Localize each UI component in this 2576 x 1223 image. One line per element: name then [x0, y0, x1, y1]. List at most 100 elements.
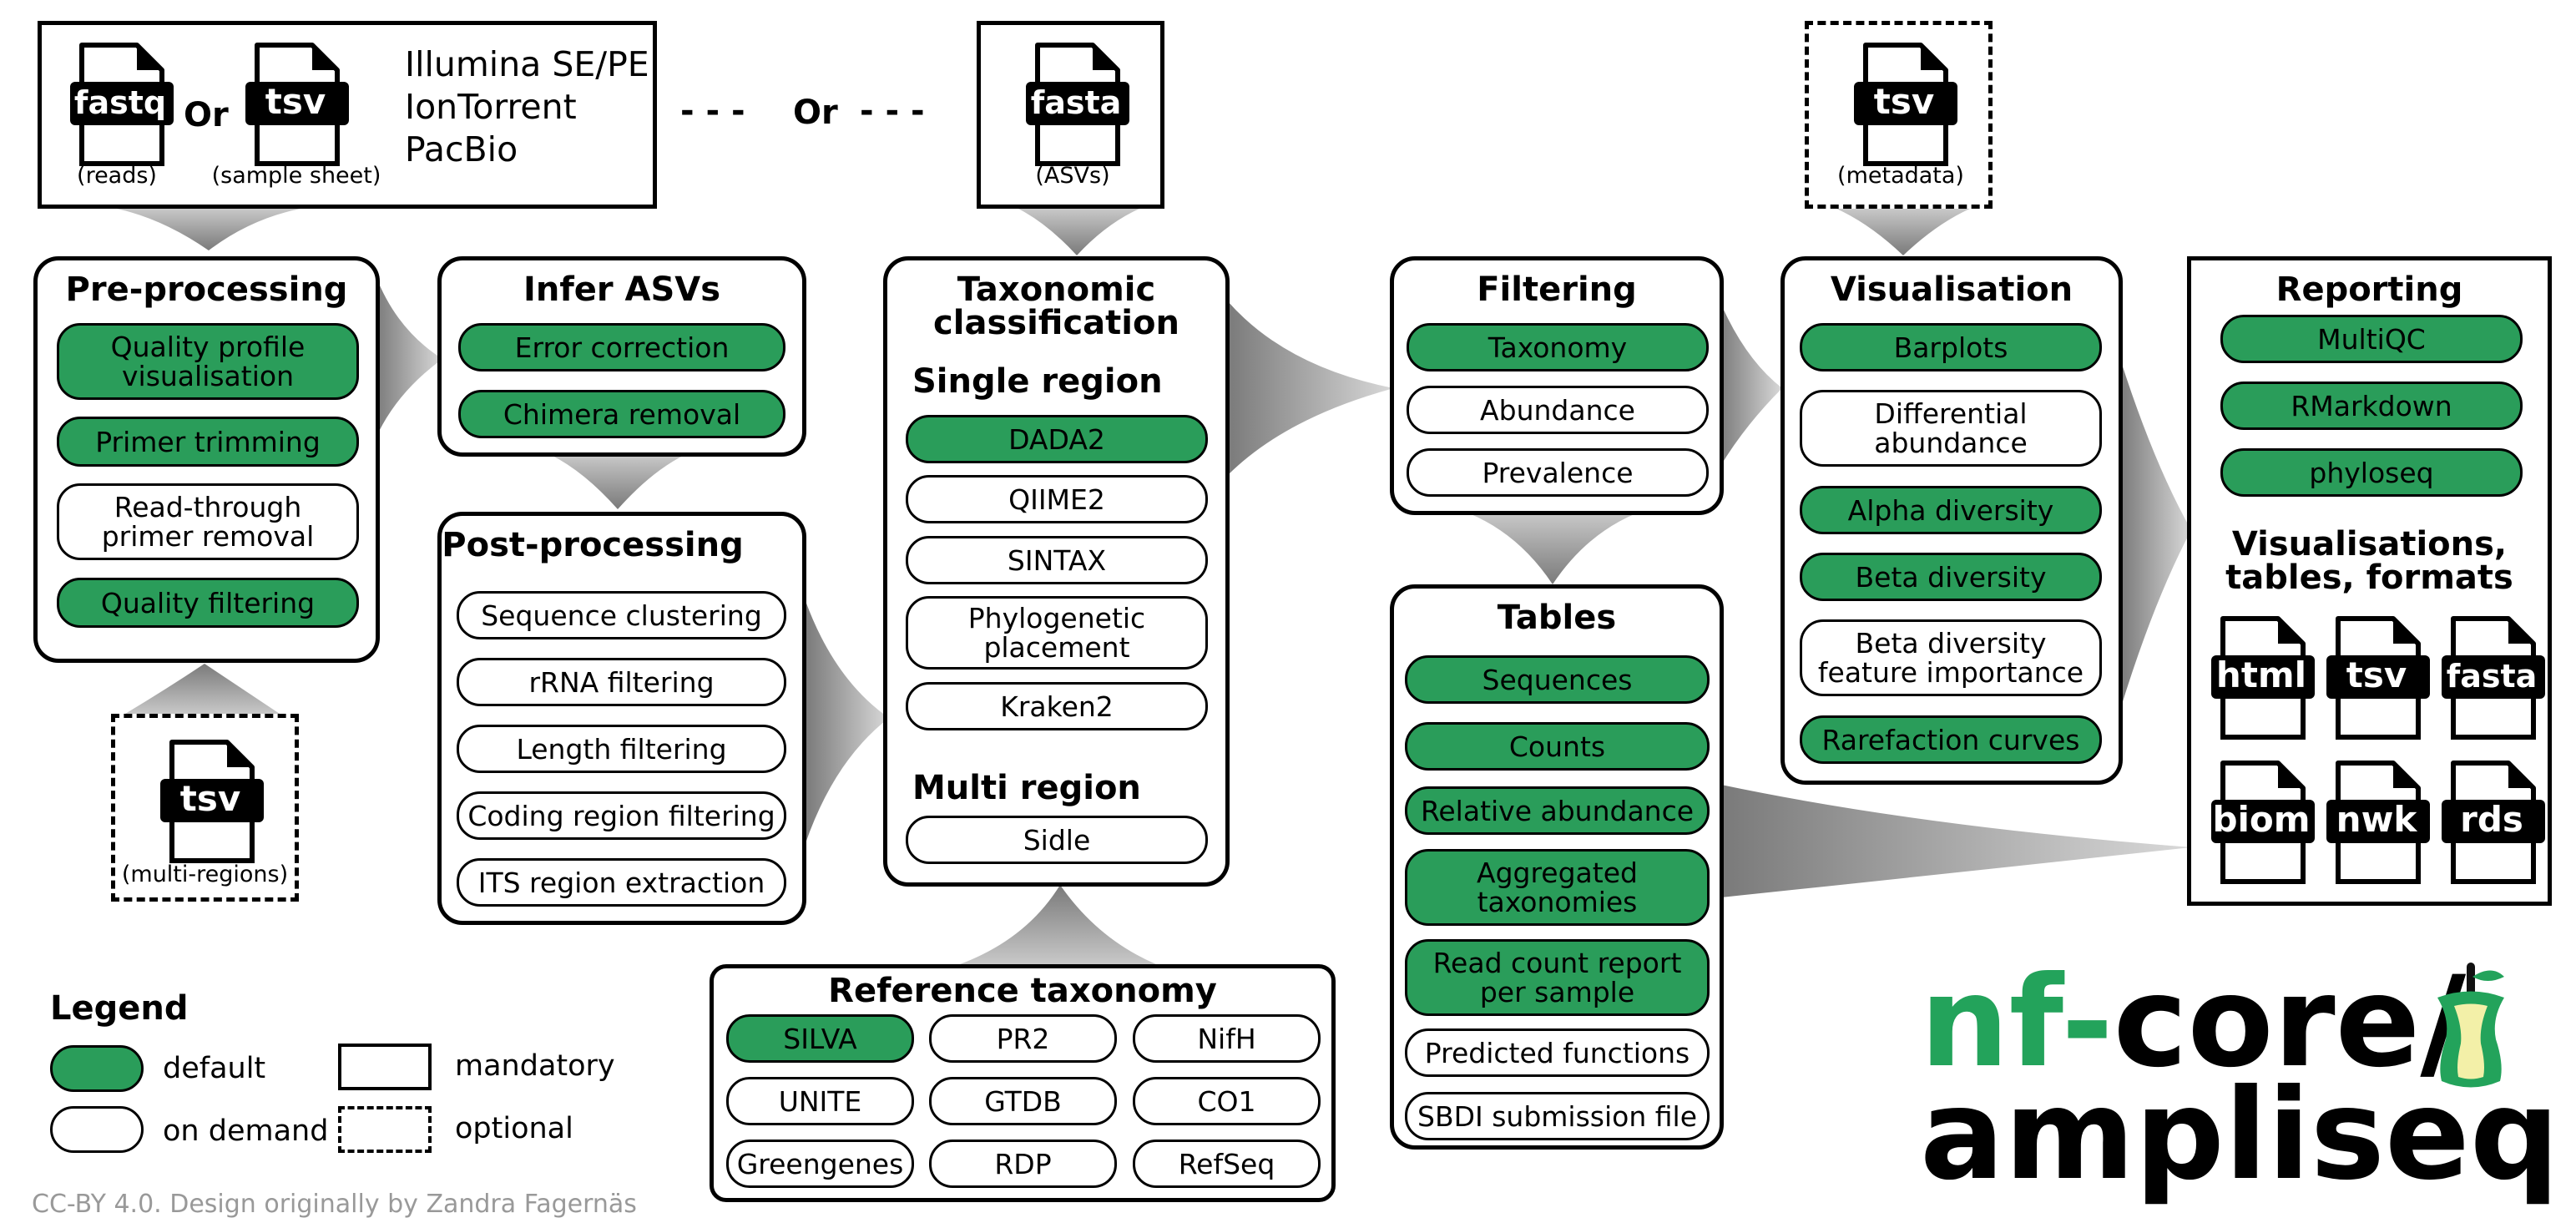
stage-item: Beta diversity feature importance: [1800, 619, 2102, 696]
logo-ampliseq: ampliseq: [1920, 1063, 2560, 1208]
legend-title: Legend: [50, 989, 189, 1028]
stage-item: DADA2: [906, 415, 1208, 463]
dash-left: - - -: [680, 92, 745, 130]
stage-item: Predicted functions: [1405, 1028, 1710, 1077]
file-extension-label: fasta: [1031, 84, 1122, 121]
tsv-file-icon: tsv: [2323, 615, 2430, 740]
legend-on-demand-swatch: [50, 1106, 144, 1153]
tables-title: Tables: [1497, 599, 1617, 637]
connector-infer-to-postprocessing: [551, 455, 684, 509]
input-reads-box: fastq (reads) Or tsv (sample sheet) Illu…: [38, 21, 657, 209]
stage-item: SINTAX: [906, 536, 1208, 584]
logo-line-1: nf-core/: [1920, 960, 2466, 1085]
file-extension-label: fastq: [74, 84, 166, 121]
reporting-box: Reporting MultiQC RMarkdown phyloseq Vis…: [2187, 256, 2552, 906]
stage-item: Quality filtering: [57, 578, 359, 628]
legend-optional-label: optional: [455, 1112, 573, 1145]
connector-asvs-to-taxonomy: [1018, 209, 1139, 255]
stage-item: MultiQC: [2220, 315, 2523, 363]
file-extension-label: nwk: [2336, 799, 2418, 840]
preprocessing-title: Pre-processing: [65, 270, 348, 309]
multi-region-title: Multi region: [912, 769, 1141, 807]
stage-item: NifH: [1133, 1014, 1321, 1063]
stage-item: Length filtering: [457, 725, 786, 773]
multiregions-caption: (multi-regions): [121, 862, 289, 887]
taxonomy-title: Taxonomic classification: [933, 270, 1179, 342]
reference-taxonomy-box: Reference taxonomy SILVA PR2 NifH UNITE …: [710, 964, 1336, 1202]
stage-item: SILVA: [726, 1014, 914, 1063]
stage-item: Error correction: [458, 323, 785, 371]
connector-tables-to-reporting: [1721, 785, 2191, 897]
formats-title: Visualisations, tables, formats: [2225, 525, 2513, 597]
apple-core-icon: [2437, 963, 2504, 1088]
connector-filtering-to-visualisation: [1720, 301, 1782, 467]
visualisation-box: Visualisation Barplots Differential abun…: [1780, 256, 2123, 785]
stage-item: Relative abundance: [1405, 786, 1710, 835]
sample-sheet-caption: (sample sheet): [211, 163, 381, 189]
stage-item: rRNA filtering: [457, 658, 786, 706]
reference-taxonomy-title: Reference taxonomy: [828, 972, 1217, 1010]
stage-item: CO1: [1133, 1077, 1321, 1125]
asvs-caption: (ASVs): [1035, 163, 1110, 189]
stage-item: Quality profile visualisation: [57, 323, 359, 400]
stage-item: GTDB: [929, 1077, 1117, 1125]
fasta-file-icon: fasta: [2438, 615, 2545, 740]
stage-item: Alpha diversity: [1800, 486, 2102, 534]
stage-item: Beta diversity: [1800, 553, 2102, 601]
legend-mandatory-swatch: [338, 1044, 432, 1090]
legend-default-label: default: [163, 1052, 266, 1085]
connector-metadata-to-visualisation: [1836, 209, 1970, 255]
tsv-file-icon: tsv: [242, 42, 349, 167]
file-extension-label: fasta: [2447, 658, 2538, 695]
logo-nf: nf-: [1920, 950, 2114, 1095]
stage-item: Read-through primer removal: [57, 483, 359, 560]
stage-item: Sidle: [906, 816, 1208, 864]
legend: Legend default on demand mandatory optio…: [50, 989, 634, 1156]
tables-box: Tables Sequences Counts Relative abundan…: [1390, 584, 1724, 1150]
file-extension-label: tsv: [2346, 654, 2407, 695]
legend-on-demand-label: on demand: [163, 1114, 329, 1148]
stage-item: Coding region filtering: [457, 791, 786, 840]
metadata-caption: (metadata): [1837, 163, 1964, 189]
taxonomy-box: Taxonomic classification Single region D…: [883, 256, 1230, 887]
connector-input-to-preprocessing: [117, 209, 301, 250]
file-extension-label: biom: [2212, 799, 2310, 840]
stage-item: RDP: [929, 1140, 1117, 1188]
nwk-file-icon: nwk: [2323, 760, 2430, 885]
single-region-title: Single region: [912, 362, 1163, 401]
input-multiregions-box: tsv (multi-regions): [111, 714, 299, 902]
file-extension-label: tsv: [265, 81, 326, 122]
filtering-box: Filtering Taxonomy Abundance Prevalence: [1390, 256, 1724, 515]
tsv-file-icon: tsv: [1851, 42, 1957, 167]
nf-core-ampliseq-logo: nf-core/ ampliseq: [1920, 960, 2559, 1210]
stage-item: Chimera removal: [458, 390, 785, 438]
connector-preprocessing-to-infer: [376, 275, 442, 438]
stage-item: RMarkdown: [2220, 382, 2523, 430]
dash-right: - - -: [860, 92, 925, 130]
or-label-2: Or: [793, 93, 838, 132]
stage-item: SBDI submission file: [1405, 1092, 1710, 1140]
stage-item: RefSeq: [1133, 1140, 1321, 1188]
stage-item: phyloseq: [2220, 448, 2523, 497]
stage-item: ITS region extraction: [457, 858, 786, 907]
postprocessing-box: Post-processing Sequence clustering rRNA…: [437, 512, 806, 925]
reporting-title: Reporting: [2275, 270, 2463, 309]
stage-item: Rarefaction curves: [1800, 715, 2102, 764]
filtering-title: Filtering: [1477, 270, 1637, 309]
stage-item: UNITE: [726, 1077, 914, 1125]
preprocessing-box: Pre-processing Quality profile visualisa…: [33, 256, 380, 663]
connector-reference-to-taxonomy: [960, 885, 1156, 964]
legend-mandatory-label: mandatory: [455, 1049, 615, 1083]
stage-item: Abundance: [1407, 386, 1709, 434]
stage-item: Primer trimming: [57, 417, 359, 467]
tsv-file-icon: tsv: [157, 739, 264, 864]
file-extension-label: rds: [2460, 799, 2523, 840]
stage-item: Counts: [1405, 722, 1710, 771]
reads-caption: (reads): [77, 163, 157, 189]
postprocessing-title: Post-processing: [442, 526, 744, 564]
stage-item: Sequences: [1405, 655, 1710, 704]
file-extension-label: tsv: [1874, 81, 1934, 122]
infer-asvs-title: Infer ASVs: [523, 270, 721, 309]
